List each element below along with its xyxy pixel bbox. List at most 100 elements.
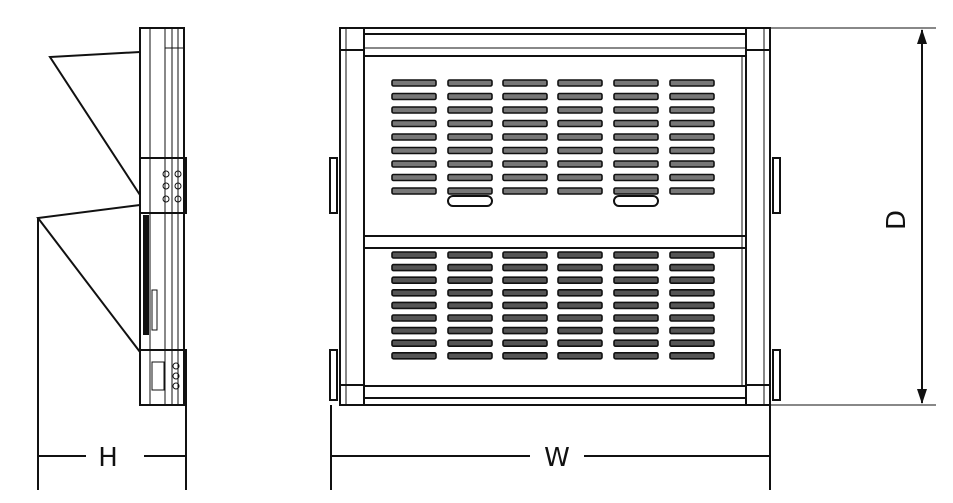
vent-slot [557, 339, 603, 348]
vent-slot [391, 146, 437, 155]
vent-slot [447, 276, 493, 285]
vent-slot [557, 79, 603, 87]
vent-slot [669, 276, 715, 285]
vent-slot [391, 173, 437, 182]
vent-slot [557, 301, 603, 310]
vent-slot [557, 288, 603, 297]
vent-slot [502, 351, 548, 360]
vent-slot [502, 79, 548, 87]
corner-post [745, 27, 771, 51]
vent-slot [502, 119, 548, 128]
corner-post [745, 384, 771, 406]
vent-slot [669, 160, 715, 168]
vent-slot [557, 276, 603, 285]
vent-slot [669, 263, 715, 272]
vent-slot [557, 173, 603, 182]
vent-slot [447, 146, 493, 155]
front-view [329, 27, 781, 406]
vent-slot [557, 160, 603, 168]
vent-slot [669, 251, 715, 259]
vent-slot [557, 119, 603, 128]
vent-slot [613, 146, 659, 155]
vent-slot [391, 187, 437, 195]
vent-slot [391, 314, 437, 322]
side-bracket-lower [139, 349, 187, 406]
vent-slot [557, 133, 603, 141]
vent-slot [447, 106, 493, 114]
dimension-height: H [38, 443, 186, 473]
vent-slot [391, 160, 437, 168]
vent-slot [502, 251, 548, 259]
vent-slot [669, 288, 715, 297]
vent-slot [447, 251, 493, 259]
vent-slot [447, 119, 493, 128]
handle-slot [447, 195, 493, 207]
vent-slot [391, 119, 437, 128]
vent-slot [669, 301, 715, 310]
vent-slot [391, 92, 437, 101]
vent-slot [669, 119, 715, 128]
vent-slot [613, 288, 659, 297]
handle-slot [613, 195, 659, 207]
vent-slot [613, 133, 659, 141]
vent-slot [613, 301, 659, 310]
vent-slot [502, 326, 548, 335]
vent-slot [391, 339, 437, 348]
vent-slot [502, 288, 548, 297]
vent-slot [613, 106, 659, 114]
vent-slot [447, 79, 493, 87]
dimension-depth: D [770, 27, 936, 406]
vent-slot [613, 339, 659, 348]
vent-slot [391, 288, 437, 297]
vent-slot [613, 187, 659, 195]
vent-slot [669, 133, 715, 141]
vent-slot [502, 339, 548, 348]
vent-slot [669, 187, 715, 195]
height-label: H [98, 443, 118, 473]
vent-slot [447, 173, 493, 182]
vent-slot [669, 326, 715, 335]
vent-slot [502, 314, 548, 322]
vent-slot [669, 92, 715, 101]
vent-slot [557, 351, 603, 360]
vent-slot [613, 92, 659, 101]
vent-slot [391, 79, 437, 87]
side-view [36, 27, 187, 490]
vent-slot [557, 263, 603, 272]
vent-slot [502, 173, 548, 182]
dimension-width: W [330, 405, 771, 490]
vent-slot [502, 146, 548, 155]
vent-slot [502, 301, 548, 310]
vent-slot [613, 251, 659, 259]
vent-slot [502, 263, 548, 272]
vent-slot [391, 326, 437, 335]
vent-slot [391, 301, 437, 310]
vent-slot [613, 314, 659, 322]
vent-slot [391, 133, 437, 141]
vent-slot [447, 263, 493, 272]
corner-post [339, 27, 365, 51]
depth-label: D [882, 210, 912, 230]
vent-slot [447, 288, 493, 297]
vent-slot [502, 133, 548, 141]
vent-slot [613, 351, 659, 360]
vent-slot [391, 351, 437, 360]
vent-slot [557, 326, 603, 335]
vent-slot [557, 251, 603, 259]
vent-slot [447, 133, 493, 141]
vent-slot [557, 146, 603, 155]
vent-slot [447, 351, 493, 360]
vent-slot [391, 251, 437, 259]
vent-slot [669, 351, 715, 360]
vent-slot [447, 314, 493, 322]
vent-slot [613, 263, 659, 272]
side-bracket-upper [139, 157, 187, 214]
vent-slot [447, 160, 493, 168]
corner-post [339, 384, 365, 406]
vent-slot [557, 106, 603, 114]
vent-slot [669, 79, 715, 87]
vent-slot [669, 106, 715, 114]
vent-slot [557, 314, 603, 322]
vent-slot [669, 173, 715, 182]
